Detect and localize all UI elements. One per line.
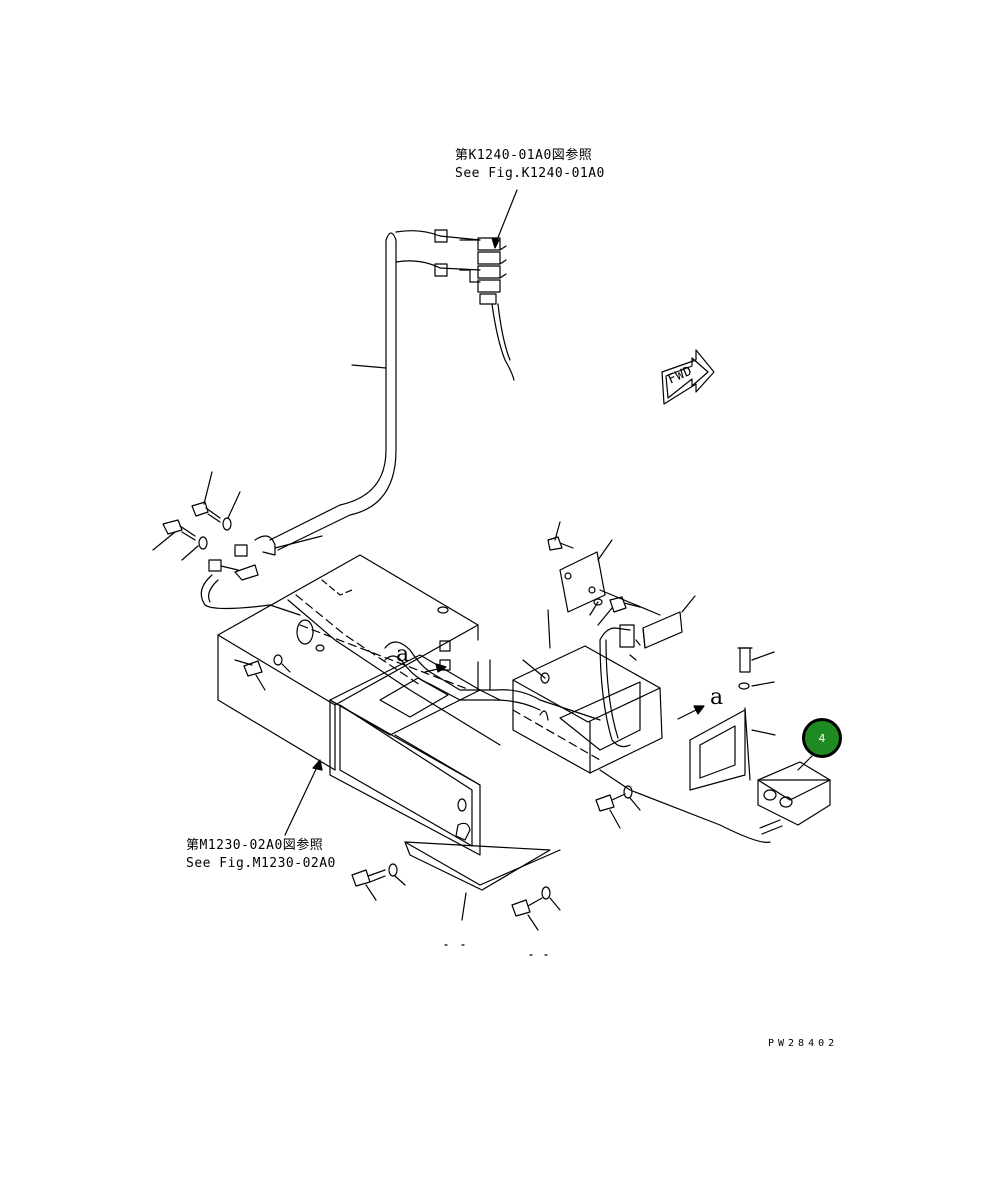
top-reference-en: See Fig.K1240-01A0 [455, 166, 605, 181]
drawing-code: PW28402 [768, 1038, 839, 1049]
leader-top-reference [491, 189, 518, 249]
section-arrow [677, 705, 705, 720]
callout-label: 4 [818, 731, 826, 745]
bottom-reference-ja: 第M1230-02A0図参照 [186, 838, 324, 853]
switch-assembly [599, 647, 831, 843]
section-mark-right: a [710, 685, 724, 710]
fwd-arrow-icon [661, 349, 715, 405]
stray-marks [444, 944, 548, 956]
section-mark-left: a [396, 642, 410, 667]
lower-bolt-set [234, 654, 641, 931]
connecting-cable [384, 640, 601, 721]
top-reference-ja: 第K1240-01A0図参照 [455, 148, 593, 163]
left-bolt-set [152, 471, 323, 616]
upper-harness [269, 229, 515, 551]
battery-bracket [512, 609, 663, 774]
bottom-reference-en: See Fig.M1230-02A0 [186, 856, 336, 871]
leader-bottom-reference [284, 759, 323, 836]
battery-cover [329, 654, 501, 856]
callout-badge-4[interactable]: 4 [802, 718, 842, 758]
battery-box [217, 554, 501, 771]
right-harness [599, 595, 696, 748]
upper-right-plate [547, 521, 661, 626]
